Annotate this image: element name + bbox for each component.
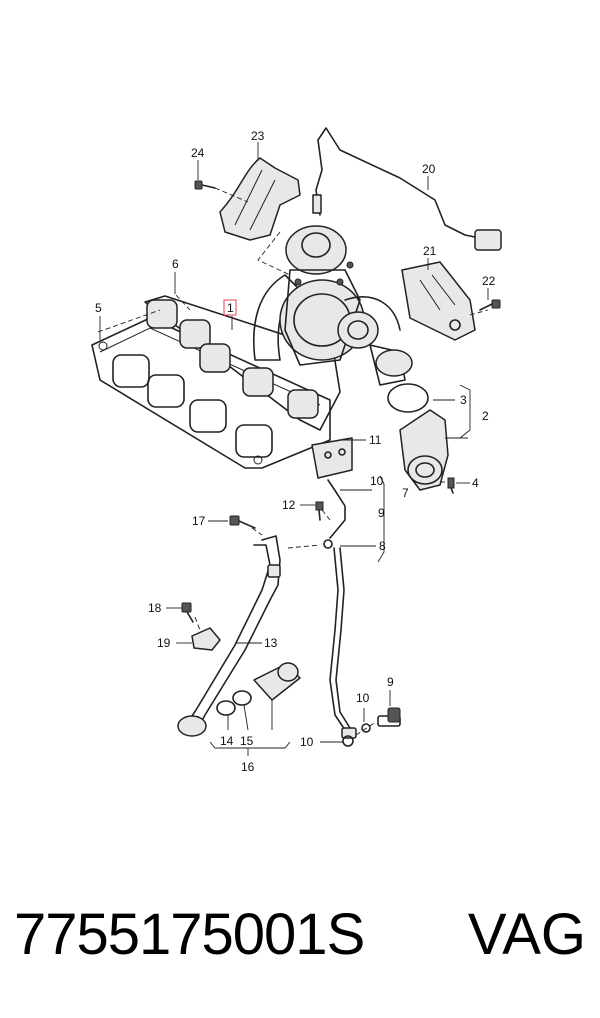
callout-1-highlight: [223, 299, 237, 316]
part-number: 7755175001S: [14, 902, 365, 967]
callout-4: 4: [472, 476, 479, 490]
callout-16: 16: [241, 760, 255, 774]
callout-9a: 9: [378, 506, 385, 520]
bolt-4: [447, 477, 455, 494]
callout-7: 7: [402, 486, 409, 500]
callout-3: 3: [460, 393, 467, 407]
bolt-12: [315, 501, 324, 521]
exploded-parts-diagram: 1 2 3 4 5 6 7 8 9 9 10 10 10 11 12 13 14…: [91, 127, 502, 774]
connecting-pipe: [399, 409, 449, 491]
callout-5: 5: [95, 301, 102, 315]
callout-10b: 10: [356, 691, 370, 705]
callout-1: 1: [227, 301, 234, 315]
oil-supply-line: [327, 479, 357, 739]
bolt-18: [181, 602, 194, 623]
callout-24: 24: [191, 146, 205, 160]
turbo-bracket: [401, 261, 476, 341]
callout-11: 11: [369, 433, 382, 447]
bolt-24: [194, 180, 216, 190]
callout-15: 15: [240, 734, 254, 748]
callout-20: 20: [422, 162, 436, 176]
callout-13: 13: [264, 636, 278, 650]
adapter-fitting: [216, 662, 301, 716]
callout-10a: 10: [370, 474, 384, 488]
turbocharger: [279, 225, 413, 386]
callout-21: 21: [423, 244, 437, 258]
brand-name: VAG: [467, 902, 586, 967]
bolt-22: [479, 299, 501, 311]
seal-8: [323, 539, 333, 549]
callout-12: 12: [282, 498, 296, 512]
callout-2: 2: [482, 409, 489, 423]
callout-labels: 1 2 3 4 5 6 7 8 9 9 10 10 10 11 12 13 14…: [95, 129, 496, 774]
assembly-lines: [97, 187, 489, 736]
line-bracket: [311, 437, 353, 479]
callout-6: 6: [172, 257, 179, 271]
callout-14: 14: [220, 734, 234, 748]
oil-return-line: [177, 535, 281, 737]
bolt-17: [229, 515, 256, 529]
exhaust-manifold: [144, 274, 341, 431]
o-ring: [387, 383, 429, 413]
callout-18: 18: [148, 601, 162, 615]
banjo-bolt-9: [377, 707, 401, 727]
leader-lines: [99, 142, 489, 756]
callout-8: 8: [379, 539, 386, 553]
footer: 7755175001S VAG: [0, 895, 600, 975]
callout-9b: 9: [387, 675, 394, 689]
temperature-sensor: [312, 127, 502, 251]
heat-shield: [219, 157, 301, 241]
callout-17: 17: [192, 514, 206, 528]
callout-22: 22: [482, 274, 496, 288]
callout-19: 19: [157, 636, 171, 650]
seal-rings-10: [342, 723, 371, 747]
callout-23: 23: [251, 129, 265, 143]
callout-10c: 10: [300, 735, 314, 749]
clip-19: [191, 627, 221, 651]
